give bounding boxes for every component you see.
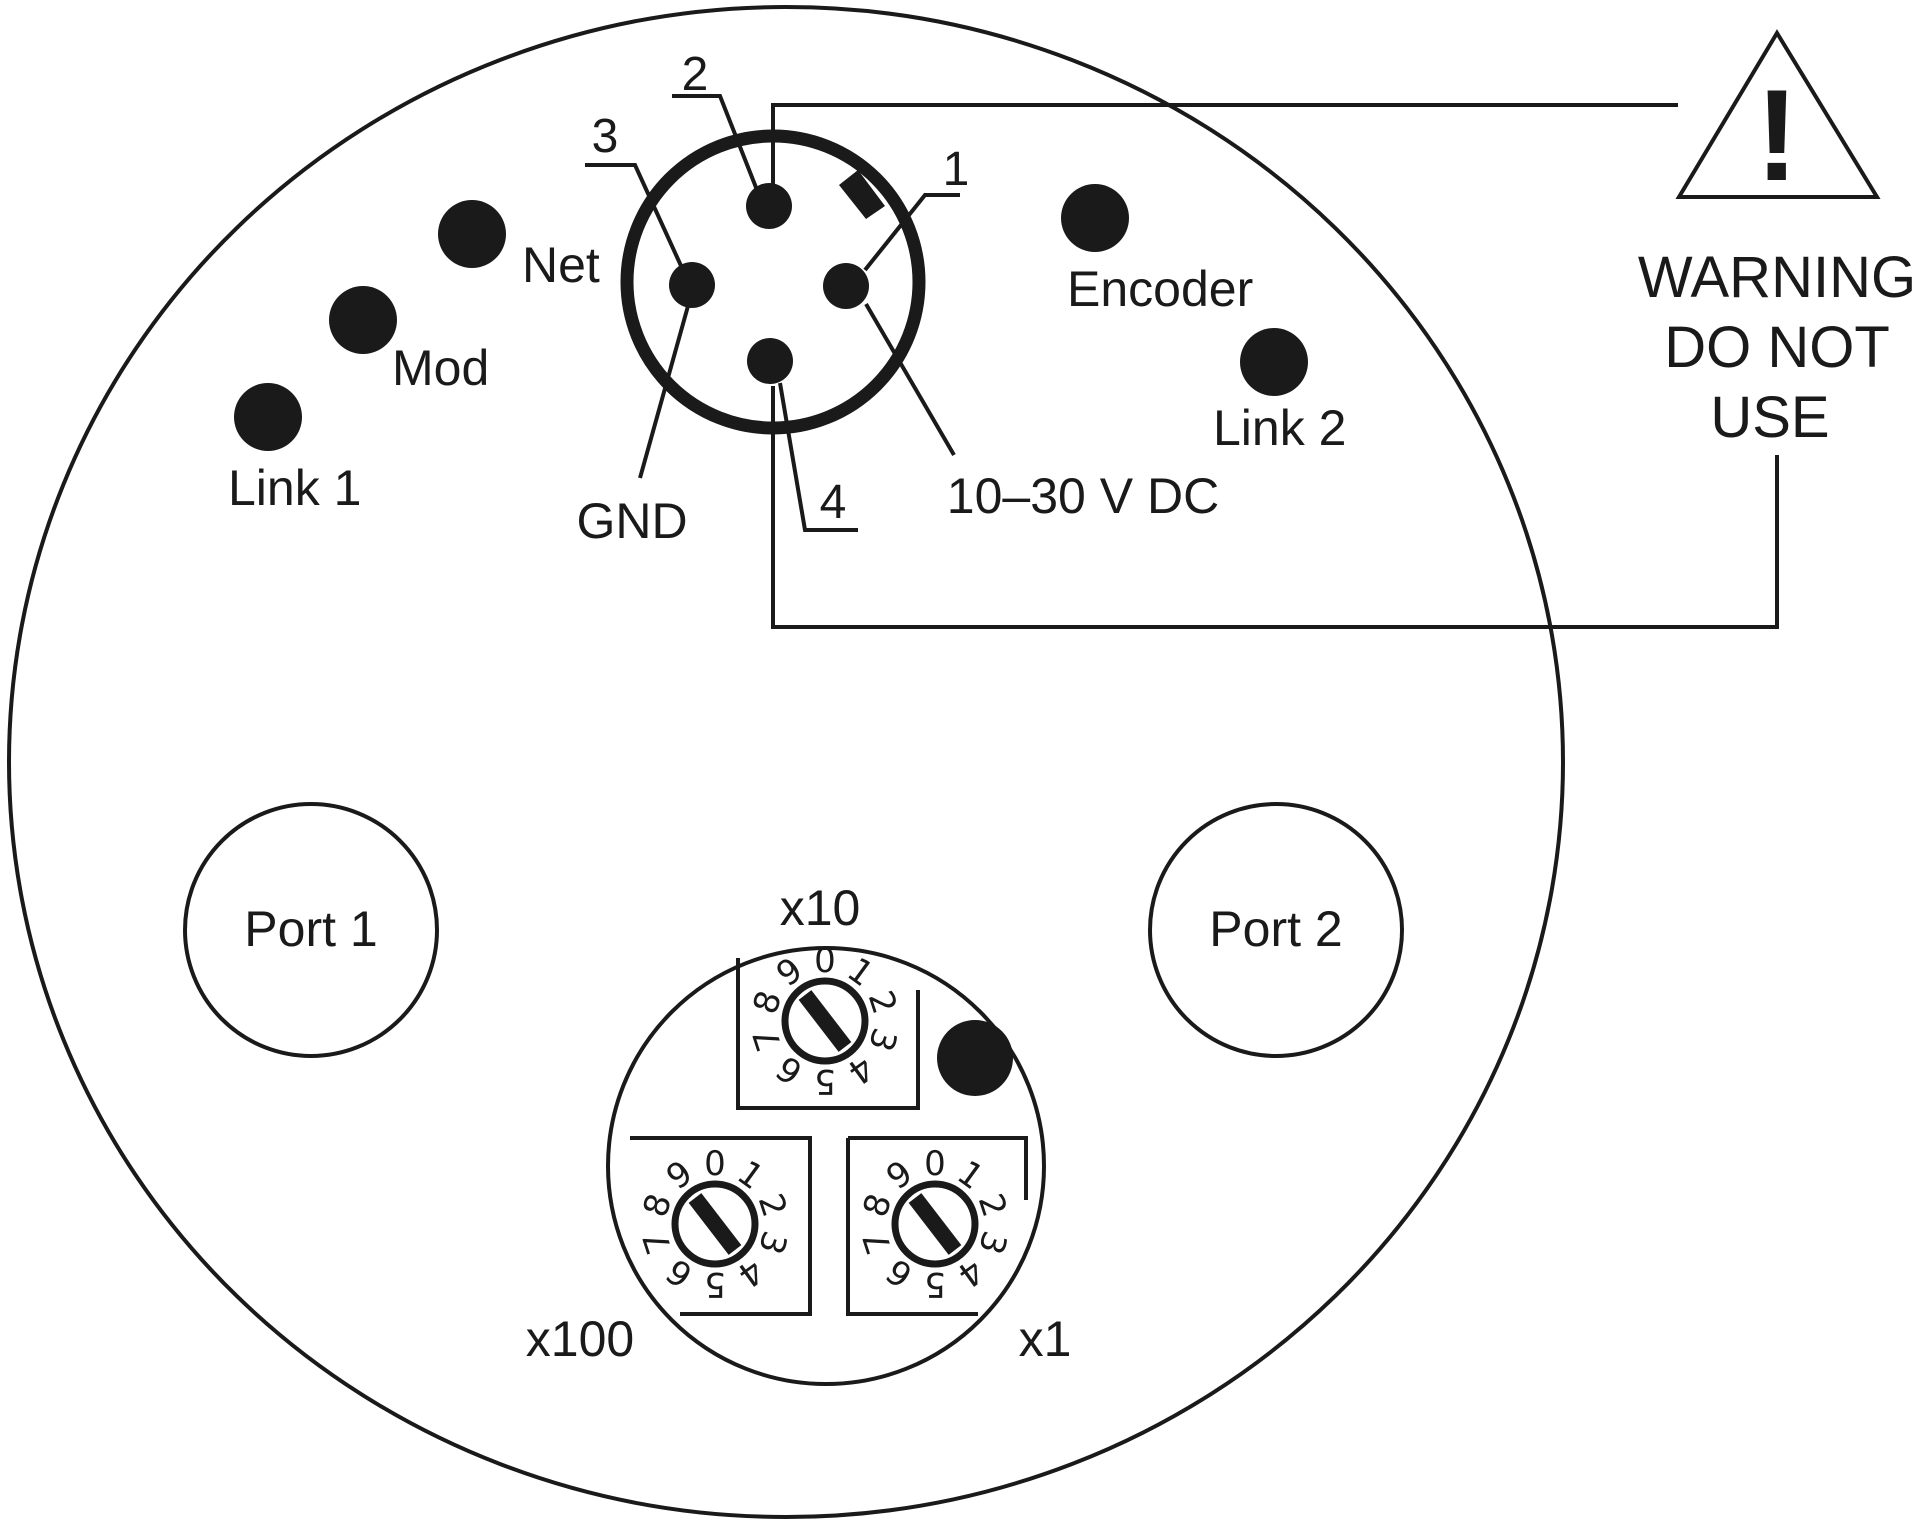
warning-wire-top: [771, 103, 1678, 194]
switch-x1-label: x1: [1019, 1311, 1072, 1367]
rotary-digit-0: 0: [704, 1144, 726, 1184]
rotary-digit-3: 3: [750, 1226, 795, 1259]
rotary-dial[interactable]: [671, 1180, 759, 1268]
pin3-leader: [585, 163, 684, 269]
warning-text-line3: USE: [1710, 385, 1829, 450]
rotary-digit-2: 2: [750, 1189, 795, 1222]
rotary-digit-0: 0: [814, 941, 836, 981]
switch-x1-frame: [846, 1136, 1028, 1316]
led-net-label: Net: [522, 237, 600, 293]
warning-icon: !: [1675, 29, 1881, 208]
power-leader: [864, 302, 956, 457]
led-mod: [329, 286, 397, 354]
rotary-digit-8: 8: [746, 986, 791, 1019]
rotary-digit-5: 5: [704, 1264, 726, 1304]
warning-text-line1: WARNING: [1638, 245, 1916, 310]
rotary-digit-3: 3: [860, 1023, 905, 1056]
connector-pin-2: [746, 183, 792, 229]
housing-outline: [7, 5, 1565, 1519]
rotary-digit-5: 5: [924, 1264, 946, 1304]
power-connector: [620, 129, 926, 435]
port-2: [1148, 802, 1404, 1058]
rotary-digit-7: 7: [856, 1226, 901, 1259]
led-encoder: [1061, 184, 1129, 252]
warning-text-line2: DO NOT: [1664, 315, 1890, 380]
connector-pin-4: [747, 338, 793, 384]
pin4-number: 4: [820, 476, 847, 529]
led-encoder-label: Encoder: [1067, 261, 1253, 317]
connector-pin-1: [823, 263, 869, 309]
port-1: [183, 802, 439, 1058]
switch-x10-label: x10: [780, 880, 861, 936]
led-link2: [1240, 328, 1308, 396]
led-link2-label: Link 2: [1213, 400, 1346, 456]
switch-x100-frame: [630, 1136, 812, 1316]
gnd-label: GND: [576, 493, 687, 549]
rotary-digit-8: 8: [636, 1189, 681, 1222]
pin3-number: 3: [592, 110, 619, 163]
connector-pin-3: [669, 262, 715, 308]
rotary-digit-3: 3: [970, 1226, 1015, 1259]
rotary-slot-icon: [798, 990, 852, 1052]
rotary-digit-7: 7: [746, 1023, 791, 1056]
rotary-digit-0: 0: [924, 1144, 946, 1184]
pin4-leader: [778, 382, 858, 532]
led-net: [438, 200, 506, 268]
rotary-digit-2: 2: [860, 986, 905, 1019]
rotary-slot-icon: [688, 1193, 742, 1255]
led-link1-label: Link 1: [228, 460, 361, 516]
pin1-number: 1: [943, 143, 970, 196]
pin2-leader: [672, 94, 759, 191]
warning-mark: !: [1755, 62, 1798, 208]
rotary-dial[interactable]: [781, 977, 869, 1065]
rotary-digit-2: 2: [970, 1189, 1015, 1222]
gnd-leader: [638, 305, 690, 479]
rotary-slot-icon: [908, 1193, 962, 1255]
warning-wire-bottom: [771, 386, 1779, 629]
switch-x10-frame: [736, 958, 920, 1110]
port-1-label: Port 1: [244, 901, 377, 957]
rotary-digit-7: 7: [636, 1226, 681, 1259]
led-link1: [234, 383, 302, 451]
pin1-leader: [863, 193, 960, 272]
port-2-label: Port 2: [1209, 901, 1342, 957]
rotary-dial[interactable]: [891, 1180, 979, 1268]
rotary-digit-8: 8: [856, 1189, 901, 1222]
pin2-number: 2: [682, 48, 709, 101]
led-mod-label: Mod: [392, 340, 489, 396]
rotary-digit-5: 5: [814, 1061, 836, 1101]
connector-key-notch: [839, 170, 885, 219]
power-label: 10–30 V DC: [947, 468, 1219, 524]
switch-panel-indicator-dot: [937, 1020, 1013, 1096]
switch-x100-label: x100: [526, 1311, 634, 1367]
